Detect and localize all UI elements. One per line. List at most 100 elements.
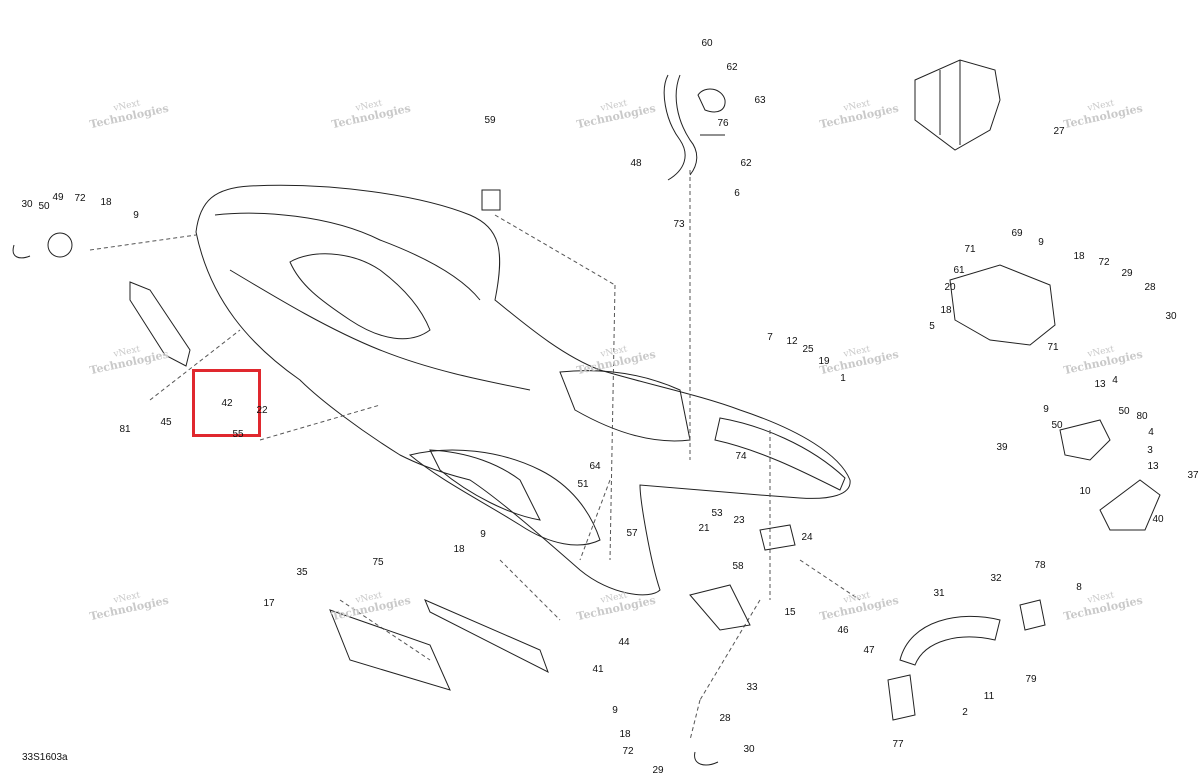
- callout-label[interactable]: 57: [626, 528, 638, 539]
- callout-label[interactable]: 44: [618, 637, 630, 648]
- callout-label[interactable]: 47: [863, 645, 875, 656]
- callout-label[interactable]: 71: [1047, 342, 1059, 353]
- callout-label[interactable]: 60: [701, 38, 713, 49]
- callout-label[interactable]: 51: [577, 479, 589, 490]
- callout-label[interactable]: 9: [480, 529, 486, 540]
- callout-label[interactable]: 12: [786, 336, 798, 347]
- callout-label[interactable]: 62: [740, 158, 752, 169]
- callout-label[interactable]: 9: [612, 705, 618, 716]
- callout-label[interactable]: 50: [1118, 406, 1130, 417]
- callout-label[interactable]: 30: [21, 199, 33, 210]
- callout-label[interactable]: 73: [673, 219, 685, 230]
- callout-label[interactable]: 29: [652, 765, 664, 776]
- callout-label[interactable]: 4: [1112, 375, 1118, 386]
- hull-inner-line-1: [214, 212, 481, 301]
- bumper-24: [759, 524, 796, 551]
- bracket-assembly-right: [949, 264, 1056, 346]
- callout-label[interactable]: 63: [754, 95, 766, 106]
- callout-label[interactable]: 18: [940, 305, 952, 316]
- callout-label[interactable]: 8: [1076, 582, 1082, 593]
- callout-label[interactable]: 30: [743, 744, 755, 755]
- callout-label[interactable]: 13: [1094, 379, 1106, 390]
- callout-label[interactable]: 13: [1147, 461, 1159, 472]
- callout-label[interactable]: 9: [1043, 404, 1049, 415]
- callout-label[interactable]: 22: [256, 405, 268, 416]
- callout-label[interactable]: 81: [119, 424, 131, 435]
- callout-label[interactable]: 17: [263, 598, 275, 609]
- callout-label[interactable]: 35: [296, 567, 308, 578]
- callout-label[interactable]: 79: [1025, 674, 1037, 685]
- callout-label[interactable]: 80: [1136, 411, 1148, 422]
- callout-label[interactable]: 1: [840, 373, 846, 384]
- callout-label[interactable]: 53: [711, 508, 723, 519]
- callout-label[interactable]: 55: [232, 429, 244, 440]
- callout-label[interactable]: 33: [746, 682, 758, 693]
- bracket-78: [1019, 599, 1046, 631]
- callout-label[interactable]: 28: [1144, 282, 1156, 293]
- callout-label[interactable]: 23: [733, 515, 745, 526]
- callout-label[interactable]: 61: [953, 265, 965, 276]
- callout-label[interactable]: 30: [1165, 311, 1177, 322]
- callout-label[interactable]: 50: [38, 201, 50, 212]
- callout-label[interactable]: 50: [1051, 420, 1063, 431]
- gasket-63: [697, 88, 726, 113]
- plate-35: [329, 609, 451, 691]
- callout-label[interactable]: 77: [892, 739, 904, 750]
- callout-label[interactable]: 72: [1098, 257, 1110, 268]
- hull-deck-r: [559, 370, 691, 442]
- callout-label[interactable]: 18: [453, 544, 465, 555]
- callout-label[interactable]: 28: [719, 713, 731, 724]
- callout-label[interactable]: 11: [983, 691, 995, 702]
- callout-label[interactable]: 3: [1147, 445, 1153, 456]
- callout-label[interactable]: 78: [1034, 560, 1046, 571]
- callout-label[interactable]: 18: [1073, 251, 1085, 262]
- callout-label[interactable]: 40: [1152, 514, 1164, 525]
- callout-label[interactable]: 31: [933, 588, 945, 599]
- callout-label[interactable]: 7: [767, 332, 773, 343]
- callout-label[interactable]: 45: [160, 417, 172, 428]
- callout-label[interactable]: 48: [630, 158, 642, 169]
- callout-label[interactable]: 72: [622, 746, 634, 757]
- callout-label[interactable]: 15: [784, 607, 796, 618]
- callout-label[interactable]: 59: [484, 115, 496, 126]
- hull-seat: [289, 253, 431, 340]
- callout-label[interactable]: 75: [372, 557, 384, 568]
- callout-label[interactable]: 2: [962, 707, 968, 718]
- callout-label[interactable]: 21: [698, 523, 710, 534]
- hook-30-left: [12, 244, 31, 259]
- callout-label[interactable]: 27: [1053, 126, 1065, 137]
- callout-label[interactable]: 24: [801, 532, 813, 543]
- callout-label[interactable]: 18: [100, 197, 112, 208]
- callout-label[interactable]: 42: [221, 398, 233, 409]
- callout-label[interactable]: 9: [1038, 237, 1044, 248]
- callout-label[interactable]: 71: [964, 244, 976, 255]
- flap-40: [1099, 479, 1161, 531]
- callout-label[interactable]: 5: [929, 321, 935, 332]
- callout-label[interactable]: 25: [802, 344, 814, 355]
- callout-label[interactable]: 32: [990, 573, 1002, 584]
- callout-label[interactable]: 76: [717, 118, 729, 129]
- callout-label[interactable]: 46: [837, 625, 849, 636]
- hull-tunnel: [408, 449, 601, 546]
- callout-label[interactable]: 69: [1011, 228, 1023, 239]
- callout-label[interactable]: 49: [52, 192, 64, 203]
- callout-label[interactable]: 72: [74, 193, 86, 204]
- callout-label[interactable]: 10: [1079, 486, 1091, 497]
- callout-label[interactable]: 4: [1148, 427, 1154, 438]
- callout-label[interactable]: 37: [1187, 470, 1199, 481]
- drawing-code: 33S1603a: [22, 752, 68, 763]
- hinge-39: [1059, 419, 1111, 461]
- callout-label[interactable]: 39: [996, 442, 1008, 453]
- callout-label[interactable]: 19: [818, 356, 830, 367]
- callout-label[interactable]: 20: [944, 282, 956, 293]
- callout-label[interactable]: 62: [726, 62, 738, 73]
- callout-label[interactable]: 41: [592, 664, 604, 675]
- callout-label[interactable]: 6: [734, 188, 740, 199]
- callout-label[interactable]: 64: [589, 461, 601, 472]
- callout-label[interactable]: 74: [735, 451, 747, 462]
- callout-label[interactable]: 18: [619, 729, 631, 740]
- callout-label[interactable]: 58: [732, 561, 744, 572]
- bracket-27: [914, 59, 1001, 151]
- callout-label[interactable]: 9: [133, 210, 139, 221]
- callout-label[interactable]: 29: [1121, 268, 1133, 279]
